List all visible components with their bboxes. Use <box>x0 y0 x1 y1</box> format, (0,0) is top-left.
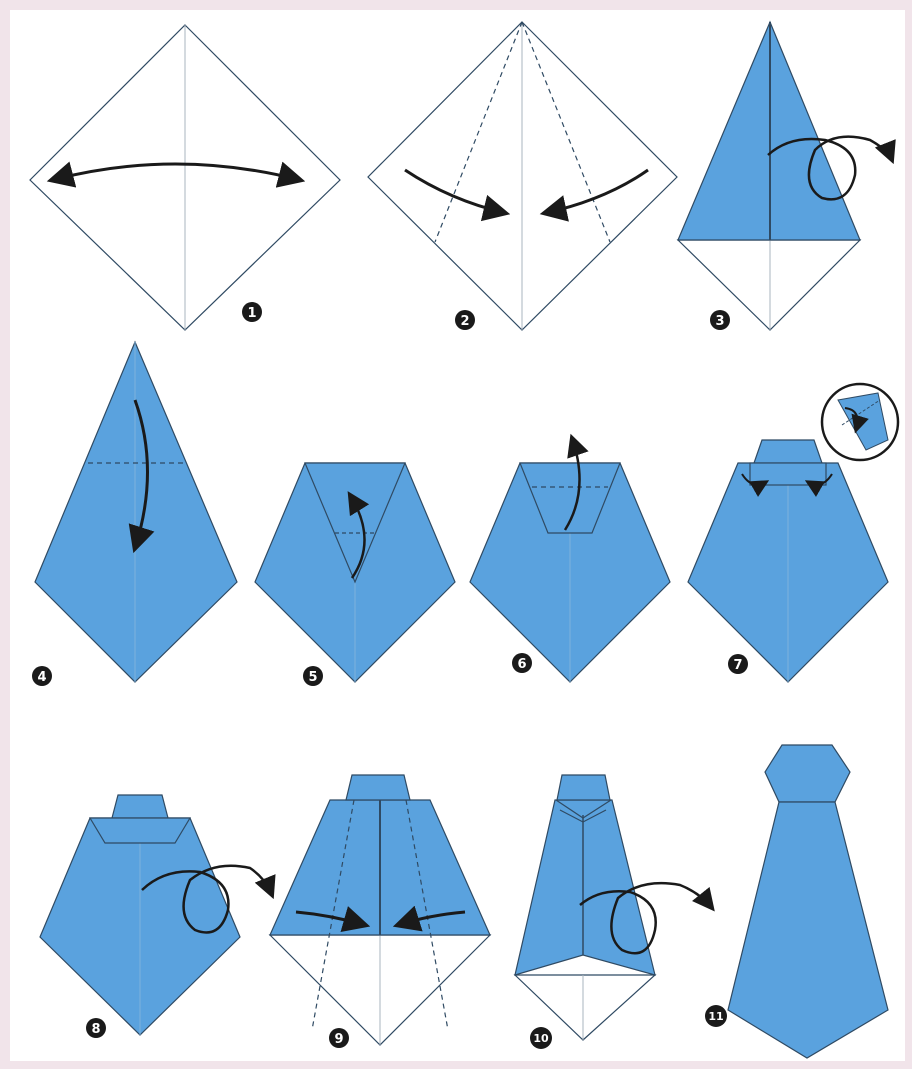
step-badge-6: 6 <box>512 653 532 673</box>
step-badge-8: 8 <box>86 1018 106 1038</box>
collar-top <box>557 775 610 800</box>
svg-text:1: 1 <box>247 306 256 321</box>
collar-band <box>90 818 190 843</box>
step-badge-4: 4 <box>32 666 52 686</box>
step-badge-1: 1 <box>242 302 262 322</box>
step-3 <box>678 22 892 330</box>
step-2 <box>368 22 677 330</box>
svg-text:5: 5 <box>308 670 317 685</box>
step-9 <box>270 775 490 1045</box>
tie-blade <box>728 802 888 1058</box>
collar-top <box>754 440 822 463</box>
step-badge-5: 5 <box>303 666 323 686</box>
diagram-canvas: 1 2 3 4 5 6 7 8 9 10 11 <box>10 10 905 1061</box>
svg-text:7: 7 <box>733 658 742 673</box>
svg-text:8: 8 <box>91 1022 100 1037</box>
svg-text:6: 6 <box>517 657 526 672</box>
svg-text:3: 3 <box>715 314 724 329</box>
step-6 <box>470 438 670 682</box>
step-4 <box>35 342 237 682</box>
svg-text:4: 4 <box>37 670 46 685</box>
step-1 <box>30 25 340 330</box>
step-8 <box>40 795 272 1035</box>
step-badge-3: 3 <box>710 310 730 330</box>
step-5 <box>255 463 455 682</box>
paper-white-part <box>678 240 860 330</box>
step-badge-10: 10 <box>530 1027 552 1049</box>
step-badge-11: 11 <box>705 1005 727 1027</box>
tie-knot <box>765 745 850 802</box>
svg-text:9: 9 <box>334 1032 343 1047</box>
step-7 <box>688 384 898 682</box>
collar-band <box>750 463 826 485</box>
paper-blue <box>35 342 237 682</box>
step-badge-2: 2 <box>455 310 475 330</box>
origami-tie-diagram: 1 2 3 4 5 6 7 8 9 10 11 <box>10 10 905 1061</box>
svg-text:10: 10 <box>533 1032 549 1045</box>
step-11 <box>728 745 888 1058</box>
step-badge-7: 7 <box>728 654 748 674</box>
svg-text:11: 11 <box>708 1010 723 1023</box>
step-badge-9: 9 <box>329 1028 349 1048</box>
collar-top <box>112 795 168 818</box>
collar-top <box>346 775 410 800</box>
step-10 <box>515 775 712 1040</box>
svg-text:2: 2 <box>460 314 469 329</box>
detail-magnifier <box>822 384 898 460</box>
